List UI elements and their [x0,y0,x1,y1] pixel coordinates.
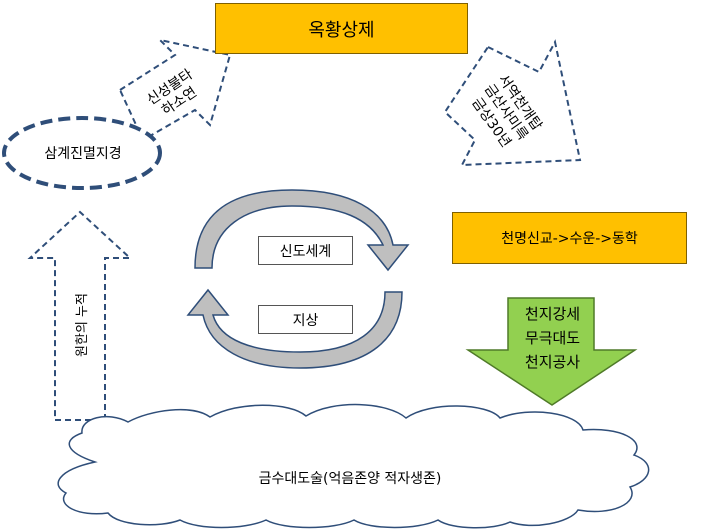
green-arrow-label: 천지강세 무극대도 천지공사 [524,305,581,371]
title-text: 옥황상제 [308,19,375,41]
oval-label: 삼계진멸지경 [44,146,122,162]
up-dashed-arrow [27,210,133,421]
cloud-label: 금수대도술(억음존양 적자생존) [258,471,442,487]
green-down-arrow [465,297,638,406]
cycle-arrow-bottom [186,288,403,369]
cloud-shape [57,403,650,529]
up-arrow-label: 원한의 누적 [74,293,90,357]
orange-box: 천명신교->수운->동학 [452,212,687,264]
dashed-oval [2,116,162,190]
cycle-box-top: 신도세계 [258,236,353,265]
right-dashed-arrow [443,39,582,167]
title-box: 옥황상제 [215,3,468,54]
cycle-arrow-top [194,189,410,272]
cycle-box-bottom: 지상 [258,305,353,334]
